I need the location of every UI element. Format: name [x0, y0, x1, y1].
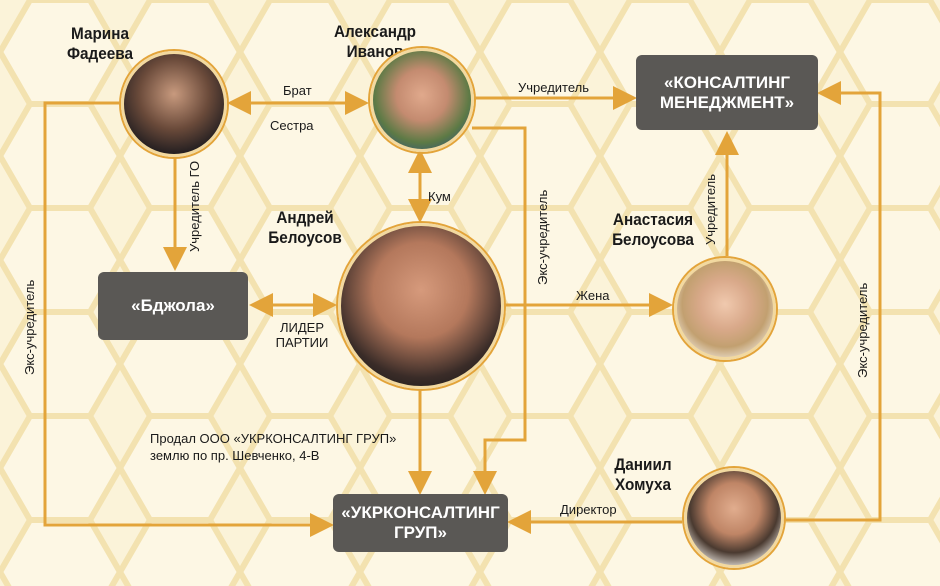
photo-anastasia	[674, 258, 776, 360]
org-konsalting-management: «КОНСАЛТИНГ МЕНЕДЖМЕНТ»	[636, 55, 818, 130]
label-ex-founder-daniil: Экс-учредитель	[855, 282, 870, 378]
photo-marina	[121, 51, 227, 157]
photo-daniil	[684, 468, 784, 568]
org-ukrkonsalting-grup: «УКРКОНСАЛТИНГ ГРУП»	[333, 494, 508, 552]
label-founder-go: Учредитель ГО	[187, 160, 202, 252]
name-marina: Марина Фадеева	[66, 24, 134, 63]
label-founder-anastasia: Учредитель	[703, 173, 718, 245]
label-kum: Кум	[428, 189, 451, 204]
label-wife: Жена	[576, 288, 610, 303]
label-party-leader: ЛИДЕР ПАРТИИ	[275, 320, 329, 350]
label-founder-top: Учредитель	[518, 80, 590, 95]
name-anastasia: Анастасия Белоусова	[612, 210, 694, 249]
name-alexander: Александр Иванов	[333, 22, 417, 61]
name-andrey: Андрей Белоусов	[268, 208, 342, 247]
label-director: Директор	[560, 502, 617, 517]
photo-alexander	[370, 48, 474, 152]
label-sold-land: Продал ООО «УКРКОНСАЛТИНГ ГРУП» землю по…	[150, 431, 397, 463]
label-ex-founder-marina: Экс-учредитель	[22, 279, 37, 375]
org-bdzhola: «Бджола»	[98, 272, 248, 340]
name-daniil: Даниил Хомуха	[614, 455, 672, 494]
photo-andrey	[338, 223, 504, 389]
label-sister: Сестра	[270, 118, 314, 133]
label-ex-founder-alexander: Экс-учредитель	[535, 189, 550, 285]
label-brother: Брат	[283, 83, 312, 98]
